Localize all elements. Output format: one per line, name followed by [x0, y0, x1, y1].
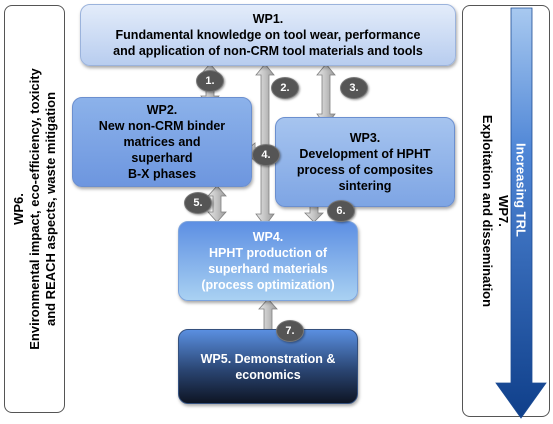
- wp3-line-2: process of composites: [296, 163, 434, 177]
- wp4-line-2: superhard materials: [208, 262, 328, 276]
- link-badge-4: 4.: [252, 144, 280, 166]
- link-badge-6: 6.: [327, 200, 355, 222]
- wp2-line-4: B-X phases: [127, 167, 197, 181]
- wp5-line-1: WP5. Demonstration &: [200, 351, 336, 366]
- link-badge-3: 3.: [340, 77, 368, 99]
- wp3-line-3: sintering: [338, 179, 392, 193]
- wp7-box: WP7. Exploitation and dissemination: [462, 5, 550, 417]
- wp1-line-2: and application of non-CRM tool material…: [113, 44, 423, 58]
- wp4-title: WP4.: [252, 230, 284, 244]
- wp1-line-1: Fundamental knowledge on tool wear, perf…: [115, 28, 421, 42]
- link-badge-2: 2.: [271, 77, 299, 99]
- wp2-line-1: New non-CRM binder: [98, 119, 226, 133]
- wp5-box: WP5. Demonstration & economics: [178, 329, 358, 404]
- wp2-line-3: superhard: [131, 151, 193, 165]
- wp5-line-2: economics: [235, 367, 301, 382]
- wp4-line-1: HPHT production of: [208, 246, 328, 260]
- link-badge-5: 5.: [184, 192, 212, 214]
- wp3-box: WP3. Development of HPHT process of comp…: [275, 117, 455, 207]
- link-badge-7: 7.: [276, 320, 304, 342]
- wp1-box: WP1. Fundamental knowledge on tool wear,…: [80, 4, 456, 66]
- wp2-box: WP2. New non-CRM binder matrices and sup…: [72, 97, 252, 187]
- wp4-line-3: (process optimization): [201, 278, 335, 292]
- wp4-box: WP4. HPHT production of superhard materi…: [178, 221, 358, 301]
- link-badge-1: 1.: [196, 70, 224, 92]
- wp3-line-1: Development of HPHT: [299, 147, 431, 161]
- wp6-box: WP6. Environmental impact, eco-efficienc…: [4, 5, 65, 413]
- wp2-title: WP2.: [146, 103, 178, 117]
- wp1-title: WP1.: [252, 12, 284, 26]
- wp3-title: WP3.: [349, 131, 381, 145]
- wp2-line-2: matrices and: [123, 135, 201, 149]
